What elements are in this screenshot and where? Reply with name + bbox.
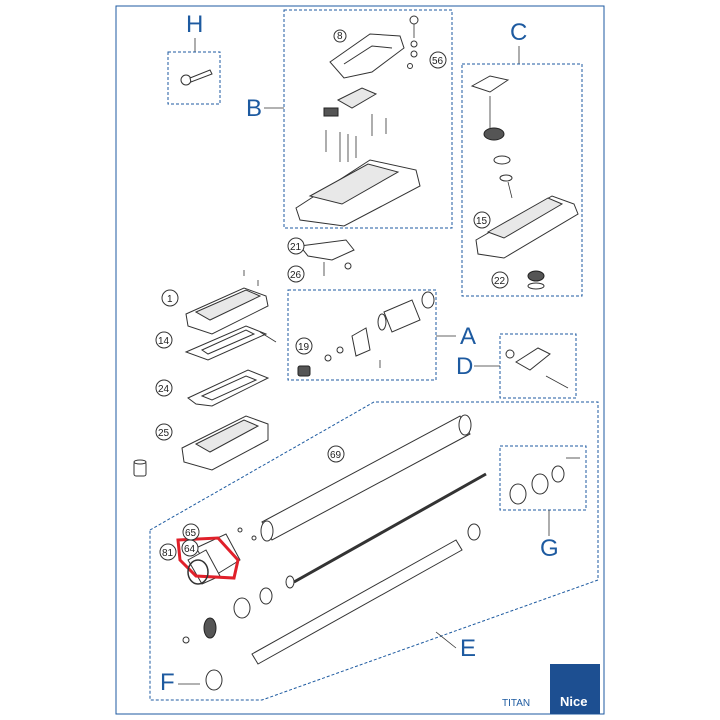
part-22-bearing — [527, 270, 545, 290]
group-box-h — [167, 51, 221, 105]
part-c-base — [475, 195, 579, 259]
group-label-f: F — [160, 669, 175, 696]
group-label-a: A — [460, 323, 476, 350]
group-label-b: B — [246, 95, 262, 122]
callout-64: 64 — [184, 544, 196, 555]
callout-22: 22 — [494, 276, 506, 287]
callout-69: 69 — [330, 450, 342, 461]
part-b-screws — [325, 114, 387, 162]
group-label-h: H — [186, 11, 203, 38]
part-8-bracket — [329, 33, 405, 79]
part-e-washers — [182, 575, 295, 644]
part-21-bracket — [299, 239, 355, 261]
group-label-c: C — [510, 19, 527, 46]
group-box-c — [461, 63, 583, 297]
callout-15: 15 — [476, 216, 488, 227]
part-a-plate — [324, 327, 381, 368]
part-1-cover — [185, 270, 269, 335]
part-19-pinion — [297, 365, 311, 377]
key-part — [180, 69, 213, 86]
callout-1: 1 — [167, 294, 173, 305]
brand-logo-bg — [550, 664, 600, 714]
group-box-d — [499, 333, 577, 399]
callout-56: 56 — [432, 56, 444, 67]
group-label-e: E — [460, 635, 476, 662]
outer-frame — [115, 5, 605, 715]
part-c-gear — [483, 96, 513, 199]
screw-shaft — [293, 472, 487, 584]
part-d-bracket — [505, 347, 569, 389]
part-b-connector — [323, 87, 378, 117]
part-c-bracket — [470, 75, 510, 93]
group-label-d: D — [456, 353, 473, 380]
part-69-tube — [260, 414, 472, 542]
part-24-gasket — [187, 369, 270, 407]
group-label-g: G — [540, 535, 559, 562]
part-f-endpiece — [205, 669, 223, 691]
brand-logo: Nice — [560, 694, 587, 709]
part-g-endcap — [509, 457, 580, 505]
part-25-housing — [181, 415, 269, 471]
highlight-64-65 — [176, 536, 240, 580]
part-b-base — [295, 159, 421, 227]
callout-65: 65 — [185, 528, 197, 539]
part-14-gasket — [184, 325, 277, 361]
inner-tube — [251, 523, 481, 665]
callout-25: 25 — [158, 428, 170, 439]
callout-26: 26 — [290, 270, 302, 281]
part-81-oring — [187, 559, 209, 585]
group-box-e — [149, 401, 599, 701]
group-box-b — [283, 9, 453, 229]
callout-8: 8 — [337, 31, 343, 42]
part-56-screw — [407, 15, 419, 69]
small-cap-part — [133, 459, 147, 477]
callout-19: 19 — [298, 342, 310, 353]
callout-14: 14 — [158, 336, 170, 347]
callout-81: 81 — [162, 548, 174, 559]
callout-24: 24 — [158, 384, 170, 395]
callout-21: 21 — [290, 242, 302, 253]
part-26-screw — [323, 262, 352, 276]
group-box-a — [287, 289, 437, 381]
group-box-g — [499, 445, 587, 511]
part-a-motor — [377, 291, 435, 333]
model-name: TITAN — [502, 698, 530, 709]
